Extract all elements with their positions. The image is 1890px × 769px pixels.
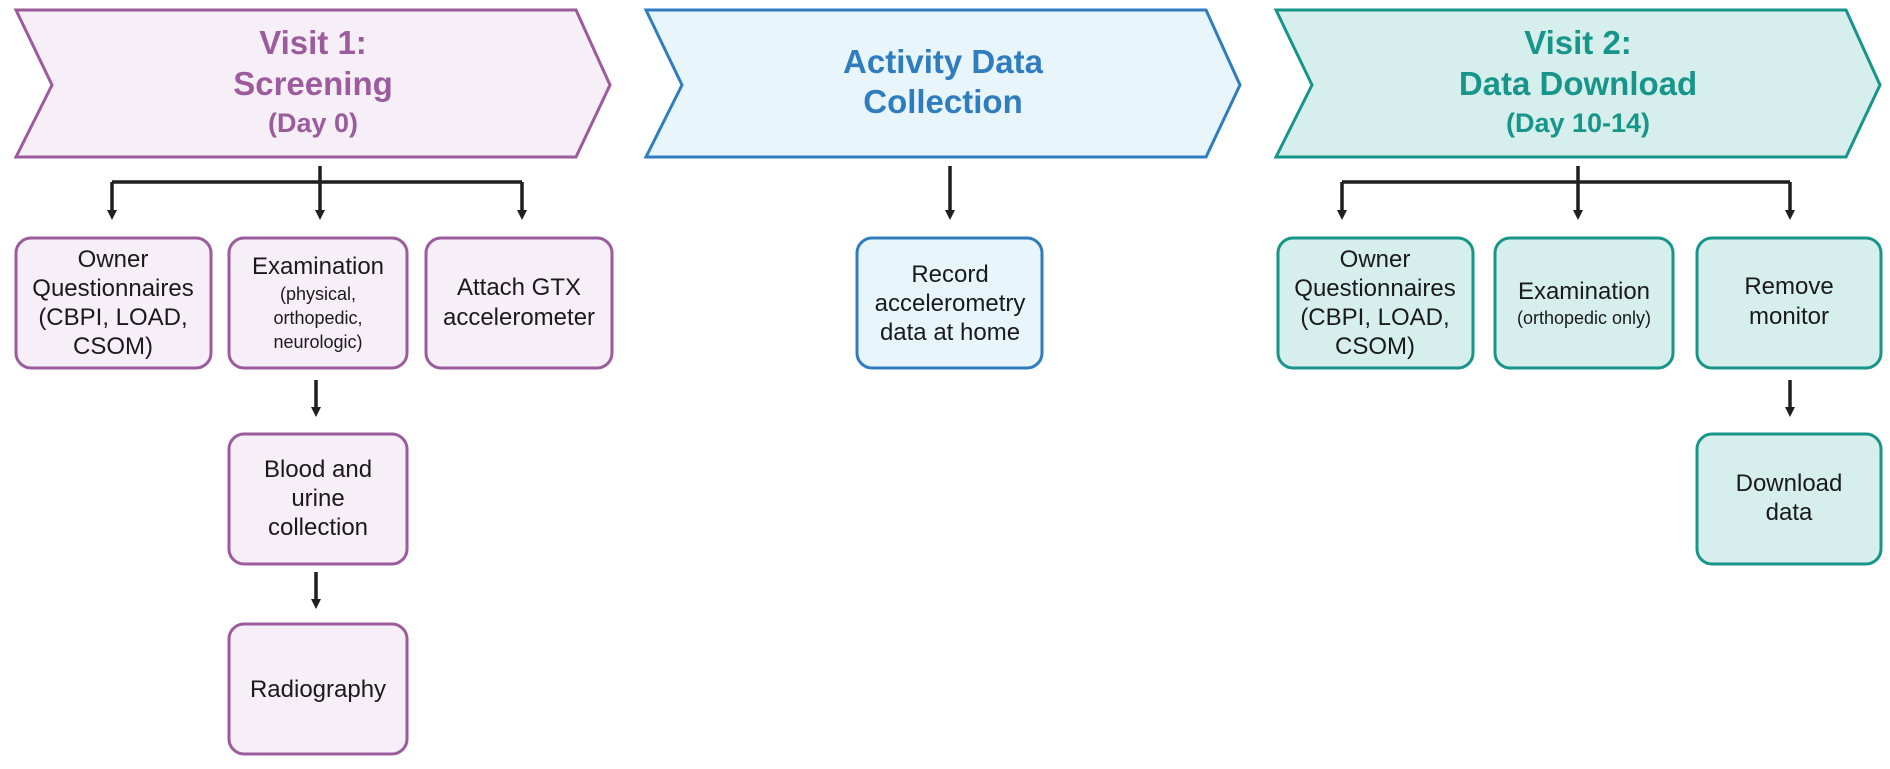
node-label: Questionnaires bbox=[32, 275, 193, 302]
node-label: orthopedic, bbox=[273, 308, 362, 328]
node-label: Owner bbox=[1340, 246, 1411, 273]
visit2-remove-node: Remove monitor bbox=[1695, 236, 1883, 370]
node-label: data bbox=[1766, 499, 1813, 526]
node-label: Questionnaires bbox=[1294, 275, 1455, 302]
visit1-attach-node: Attach GTX accelerometer bbox=[424, 236, 614, 370]
activity-title-line1: Activity Data bbox=[843, 43, 1044, 80]
visit1-connectors bbox=[107, 166, 527, 609]
visit2-connectors bbox=[1337, 166, 1795, 417]
node-label: Examination bbox=[252, 253, 384, 280]
activity-chevron bbox=[643, 8, 1242, 159]
node-label: (physical, bbox=[280, 284, 356, 304]
visit2-title-line2: Data Download bbox=[1459, 65, 1697, 102]
visit1-questionnaires-node: Owner Questionnaires (CBPI, LOAD, CSOM) bbox=[14, 236, 213, 370]
visit2-title-line1: Visit 2: bbox=[1524, 24, 1632, 61]
visit1-title-line2: Screening bbox=[233, 65, 393, 102]
node-label: data at home bbox=[880, 319, 1020, 346]
node-label: neurologic) bbox=[273, 332, 362, 352]
activity-phase: Activity Data Collection bbox=[643, 8, 1242, 159]
visit2-title-line3: (Day 10-14) bbox=[1506, 108, 1650, 138]
visit2-questionnaires-node: Owner Questionnaires (CBPI, LOAD, CSOM) bbox=[1276, 236, 1475, 370]
visit2-download-node: Download data bbox=[1695, 432, 1883, 566]
visit1-phase: Visit 1: Screening (Day 0) bbox=[13, 8, 612, 159]
node-label: (CBPI, LOAD, bbox=[1300, 304, 1449, 331]
node-label: (orthopedic only) bbox=[1517, 308, 1651, 328]
node-label: Owner bbox=[78, 246, 149, 273]
node-label: CSOM) bbox=[73, 333, 153, 360]
node-label: Radiography bbox=[250, 676, 386, 703]
node-label: Remove bbox=[1744, 273, 1833, 300]
node-label: Download bbox=[1736, 470, 1843, 497]
node-label: Examination bbox=[1518, 278, 1650, 305]
visit2-examination-node: Examination (orthopedic only) bbox=[1493, 236, 1675, 370]
node-label: monitor bbox=[1749, 303, 1829, 330]
visit1-title-line1: Visit 1: bbox=[259, 24, 367, 61]
visit1-radiography-node: Radiography bbox=[227, 622, 409, 756]
visit2-chevron bbox=[1273, 8, 1882, 159]
activity-title-line2: Collection bbox=[863, 83, 1023, 120]
visit1-examination-node: Examination (physical, orthopedic, neuro… bbox=[227, 236, 409, 370]
visit2-phase: Visit 2: Data Download (Day 10-14) bbox=[1273, 8, 1882, 159]
node-label: Attach GTX bbox=[457, 274, 581, 301]
node-label: accelerometer bbox=[443, 304, 595, 331]
node-label: collection bbox=[268, 514, 368, 541]
visit1-title-line3: (Day 0) bbox=[268, 108, 358, 138]
node-label: CSOM) bbox=[1335, 333, 1415, 360]
node-label: (CBPI, LOAD, bbox=[38, 304, 187, 331]
node-label: Blood and bbox=[264, 456, 372, 483]
visit1-blood-node: Blood and urine collection bbox=[227, 432, 409, 566]
node-label: urine bbox=[291, 485, 344, 512]
node-label: Record bbox=[911, 261, 988, 288]
activity-record-node: Record accelerometry data at home bbox=[855, 236, 1044, 370]
node-label: accelerometry bbox=[875, 290, 1026, 317]
visit1-chevron bbox=[13, 8, 612, 159]
